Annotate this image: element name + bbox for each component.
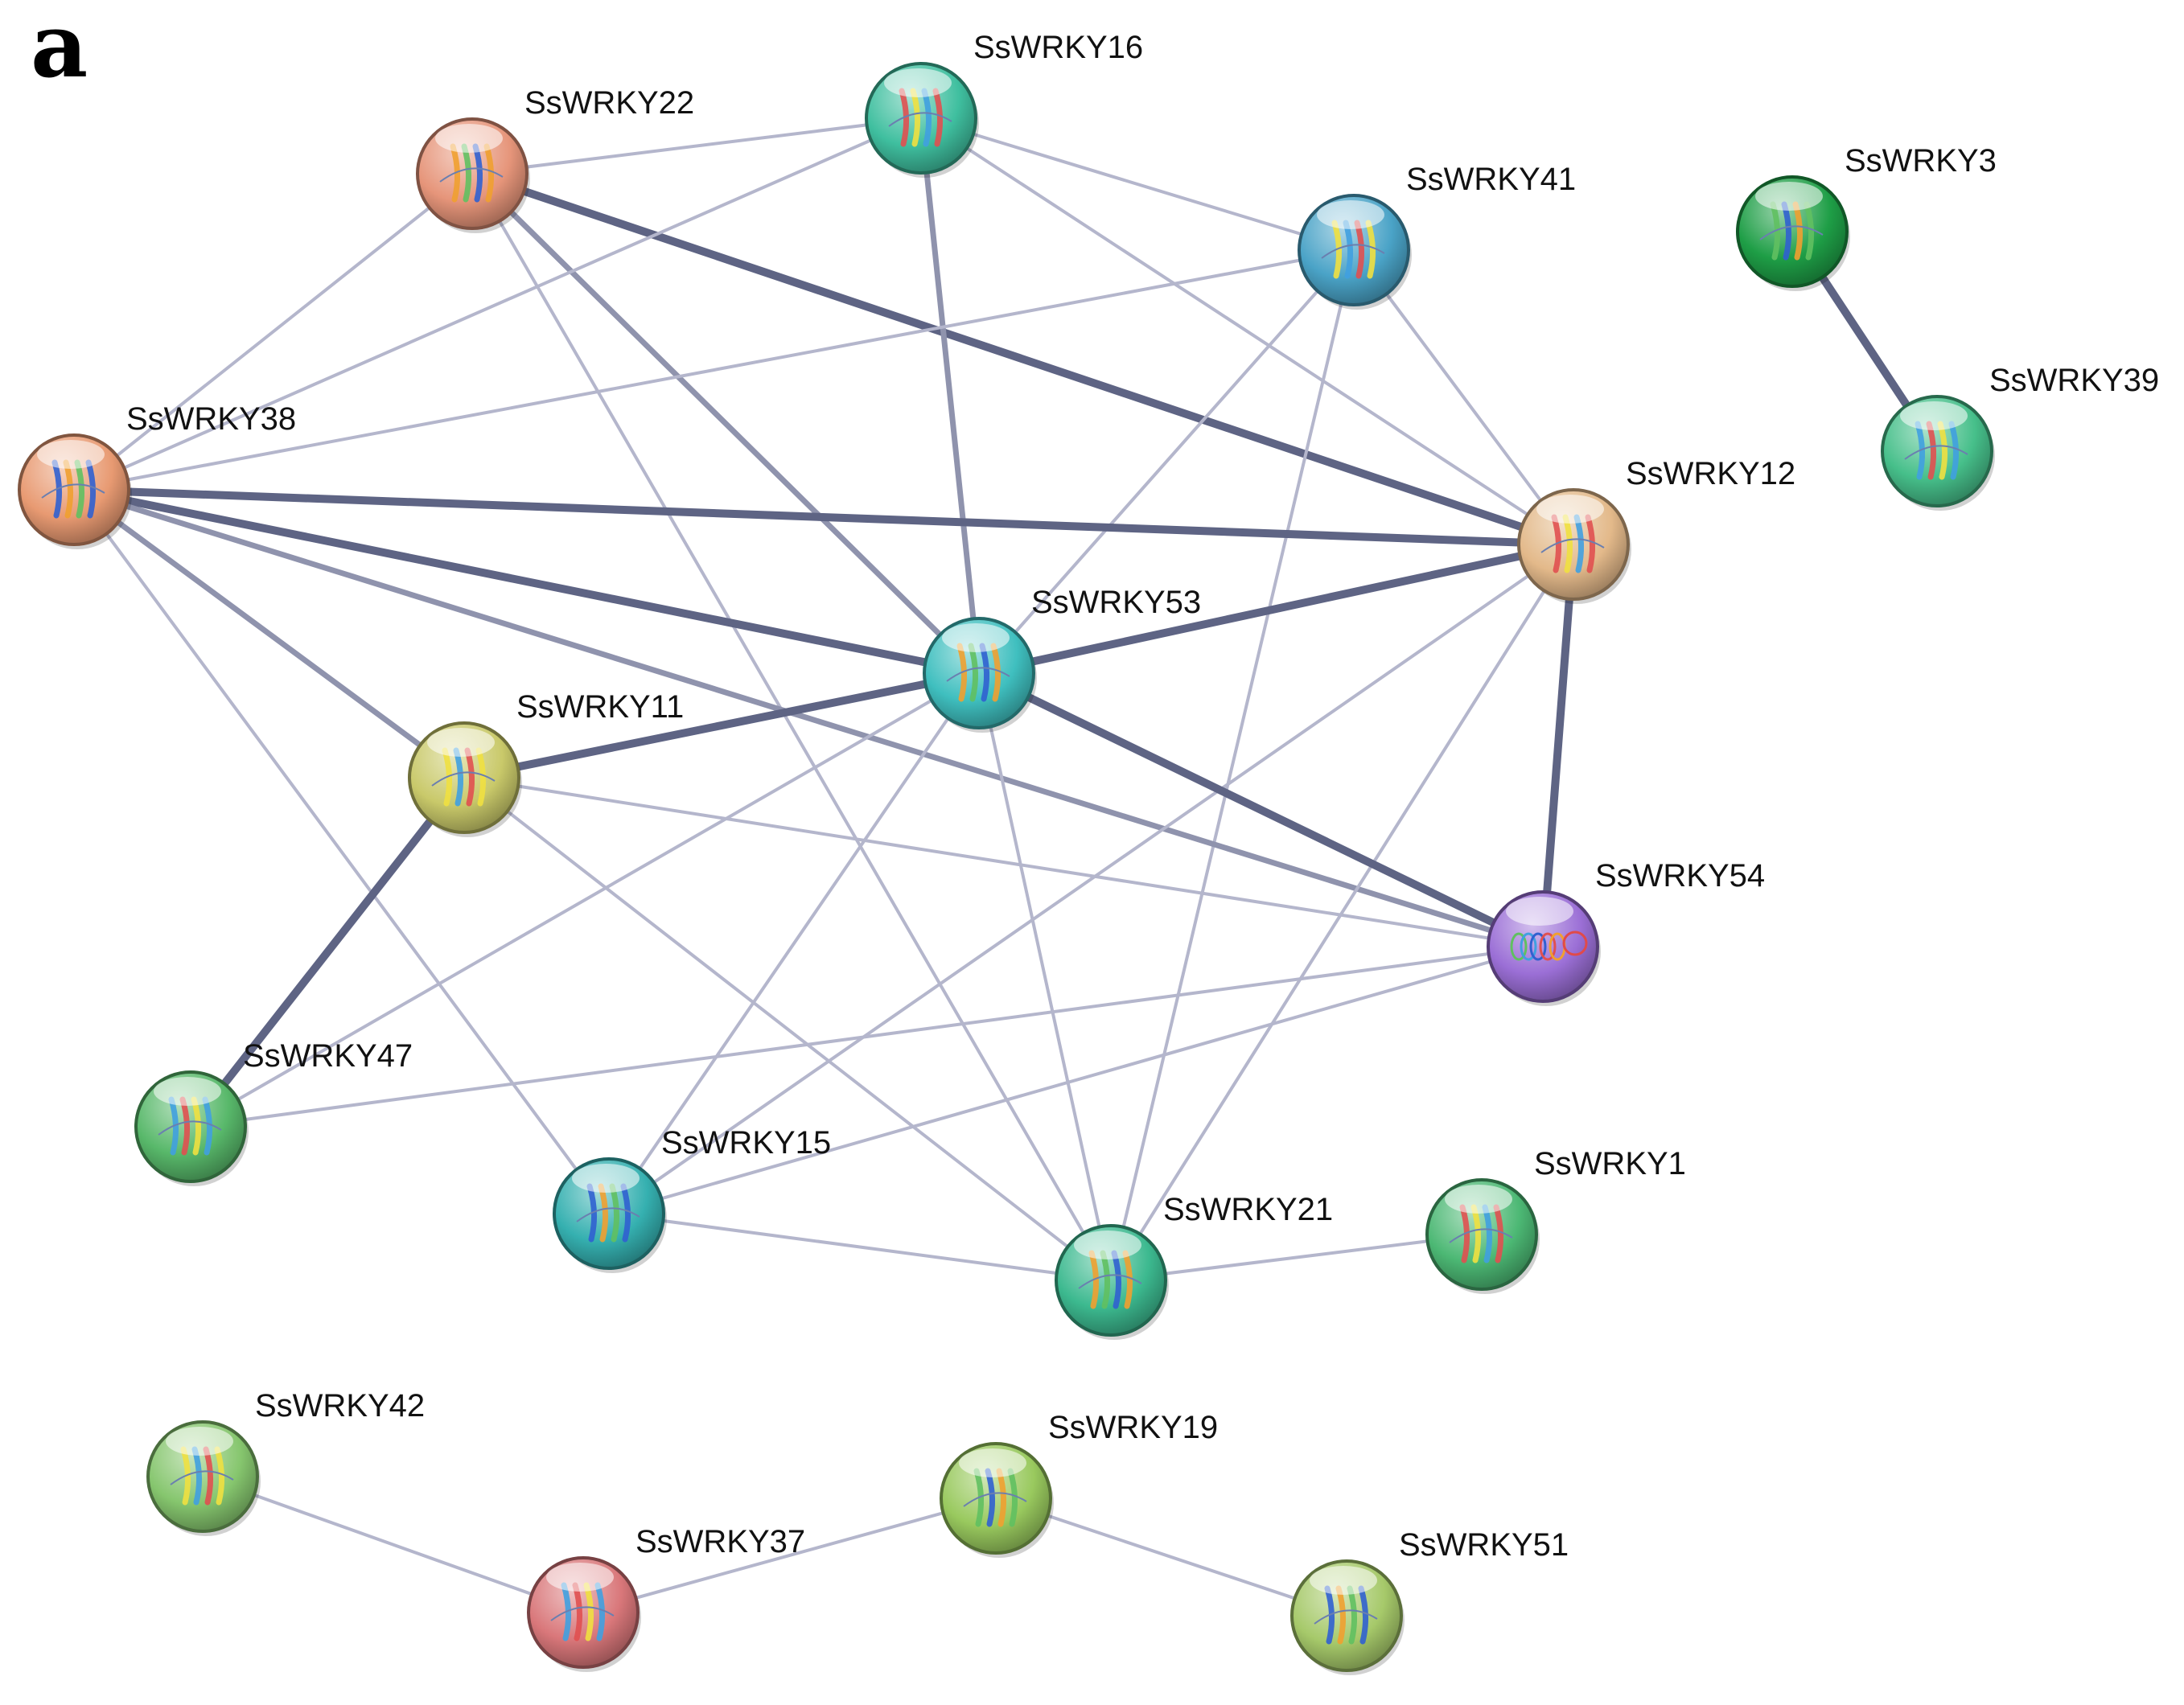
node-SsWRKY47[interactable]: SsWRKY47 xyxy=(134,1038,413,1186)
node-SsWRKY54[interactable]: SsWRKY54 xyxy=(1487,858,1765,1006)
node-gloss xyxy=(1317,200,1384,229)
node-gloss xyxy=(884,68,952,97)
edge-SsWRKY15-SsWRKY21 xyxy=(607,1212,1113,1282)
edge-SsWRKY12-SsWRKY53 xyxy=(975,540,1577,677)
node-label: SsWRKY16 xyxy=(973,30,1143,65)
node-gloss xyxy=(166,1427,233,1456)
edge-SsWRKY16-SsWRKY41 xyxy=(919,117,1355,252)
node-label: SsWRKY21 xyxy=(1163,1192,1333,1227)
node-SsWRKY22[interactable]: SsWRKY22 xyxy=(416,85,694,233)
edge-SsWRKY11-SsWRKY21 xyxy=(463,776,1113,1282)
node-label: SsWRKY51 xyxy=(1399,1527,1569,1563)
node-SsWRKY1[interactable]: SsWRKY1 xyxy=(1425,1146,1686,1294)
node-label: SsWRKY54 xyxy=(1595,858,1765,894)
node-SsWRKY12[interactable]: SsWRKY12 xyxy=(1517,456,1795,604)
node-gloss xyxy=(1074,1230,1141,1259)
alpha-helix-structure-icon xyxy=(1510,931,1588,961)
node-SsWRKY41[interactable]: SsWRKY41 xyxy=(1298,162,1576,310)
node-label: SsWRKY39 xyxy=(1989,363,2159,398)
node-label: SsWRKY41 xyxy=(1406,162,1576,197)
node-label: SsWRKY1 xyxy=(1534,1146,1686,1181)
edge-SsWRKY22-SsWRKY16 xyxy=(471,117,923,175)
node-SsWRKY21[interactable]: SsWRKY21 xyxy=(1055,1192,1333,1340)
edge-SsWRKY38-SsWRKY11 xyxy=(71,487,467,781)
node-SsWRKY37[interactable]: SsWRKY37 xyxy=(527,1524,805,1672)
edge-SsWRKY53-SsWRKY15 xyxy=(607,672,981,1215)
node-SsWRKY15[interactable]: SsWRKY15 xyxy=(553,1125,831,1273)
edge-SsWRKY21-SsWRKY1 xyxy=(1109,1233,1483,1282)
edge-SsWRKY41-SsWRKY53 xyxy=(977,249,1355,675)
panel-label: a xyxy=(31,0,88,97)
edge-SsWRKY38-SsWRKY53 xyxy=(70,486,983,677)
node-SsWRKY16[interactable]: SsWRKY16 xyxy=(865,30,1143,178)
node-gloss xyxy=(572,1164,640,1193)
edge-SsWRKY38-SsWRKY54 xyxy=(71,487,1546,950)
node-label: SsWRKY38 xyxy=(126,401,296,437)
node-label: SsWRKY12 xyxy=(1626,456,1795,491)
node-label: SsWRKY3 xyxy=(1845,143,1997,179)
node-label: SsWRKY22 xyxy=(524,85,694,121)
node-SsWRKY38[interactable]: SsWRKY38 xyxy=(18,401,296,549)
node-label: SsWRKY15 xyxy=(661,1125,831,1161)
node-gloss xyxy=(942,623,1010,652)
edge-SsWRKY11-SsWRKY54 xyxy=(463,776,1544,948)
node-SsWRKY39[interactable]: SsWRKY39 xyxy=(1881,363,2159,511)
edge-SsWRKY11-SsWRKY47 xyxy=(187,774,468,1131)
node-label: SsWRKY11 xyxy=(516,689,684,725)
node-gloss xyxy=(154,1077,221,1106)
edge-SsWRKY19-SsWRKY51 xyxy=(994,1497,1348,1617)
edge-SsWRKY16-SsWRKY12 xyxy=(919,117,1575,546)
node-gloss xyxy=(959,1448,1026,1477)
edge-SsWRKY38-SsWRKY12 xyxy=(70,486,1577,548)
edge-SsWRKY22-SsWRKY53 xyxy=(469,170,982,676)
edge-SsWRKY12-SsWRKY54 xyxy=(1539,540,1577,951)
edge-SsWRKY54-SsWRKY47 xyxy=(189,945,1544,1128)
node-label: SsWRKY37 xyxy=(635,1524,805,1559)
edge-SsWRKY53-SsWRKY54 xyxy=(975,669,1547,951)
node-gloss xyxy=(1536,495,1604,524)
node-label: SsWRKY47 xyxy=(243,1038,413,1074)
edge-SsWRKY22-SsWRKY21 xyxy=(471,172,1113,1282)
node-gloss xyxy=(1310,1566,1377,1595)
node-gloss xyxy=(37,440,105,469)
node-SsWRKY3[interactable]: SsWRKY3 xyxy=(1736,143,1997,291)
edge-SsWRKY41-SsWRKY12 xyxy=(1352,249,1575,546)
node-gloss xyxy=(546,1563,614,1592)
node-label: SsWRKY19 xyxy=(1048,1410,1218,1445)
edge-SsWRKY22-SsWRKY12 xyxy=(468,170,1577,548)
node-gloss xyxy=(1900,401,1968,430)
edge-SsWRKY37-SsWRKY19 xyxy=(582,1497,997,1614)
edge-SsWRKY42-SsWRKY37 xyxy=(201,1475,585,1614)
node-label: SsWRKY53 xyxy=(1031,585,1201,620)
node-SsWRKY51[interactable]: SsWRKY51 xyxy=(1290,1527,1569,1675)
node-label: SsWRKY42 xyxy=(255,1388,425,1424)
edge-SsWRKY38-SsWRKY15 xyxy=(72,488,611,1215)
edge-SsWRKY53-SsWRKY11 xyxy=(460,669,983,782)
edge-SsWRKY41-SsWRKY21 xyxy=(1109,249,1355,1282)
edge-SsWRKY53-SsWRKY47 xyxy=(189,672,981,1128)
edge-SsWRKY22-SsWRKY38 xyxy=(72,172,474,491)
beta-sheet-structure-icon xyxy=(41,459,105,519)
edge-SsWRKY16-SsWRKY53 xyxy=(918,115,982,676)
edge-SsWRKY54-SsWRKY15 xyxy=(607,945,1544,1215)
edge-SsWRKY53-SsWRKY21 xyxy=(977,672,1113,1282)
node-SsWRKY53[interactable]: SsWRKY53 xyxy=(923,585,1201,733)
edge-SsWRKY12-SsWRKY15 xyxy=(607,543,1575,1215)
edge-SsWRKY12-SsWRKY21 xyxy=(1109,543,1575,1282)
node-SsWRKY19[interactable]: SsWRKY19 xyxy=(940,1410,1218,1558)
node-SsWRKY11[interactable]: SsWRKY11 xyxy=(408,689,684,837)
node-gloss xyxy=(1506,897,1573,926)
edge-SsWRKY41-SsWRKY38 xyxy=(72,249,1355,491)
edges-layer xyxy=(70,115,1941,1617)
edge-SsWRKY16-SsWRKY38 xyxy=(72,117,923,491)
node-gloss xyxy=(1755,182,1823,211)
beta-sheet-structure-icon xyxy=(170,1446,234,1506)
node-SsWRKY42[interactable]: SsWRKY42 xyxy=(146,1388,425,1536)
node-gloss xyxy=(435,124,503,153)
node-gloss xyxy=(427,728,495,757)
node-gloss xyxy=(1445,1185,1512,1214)
